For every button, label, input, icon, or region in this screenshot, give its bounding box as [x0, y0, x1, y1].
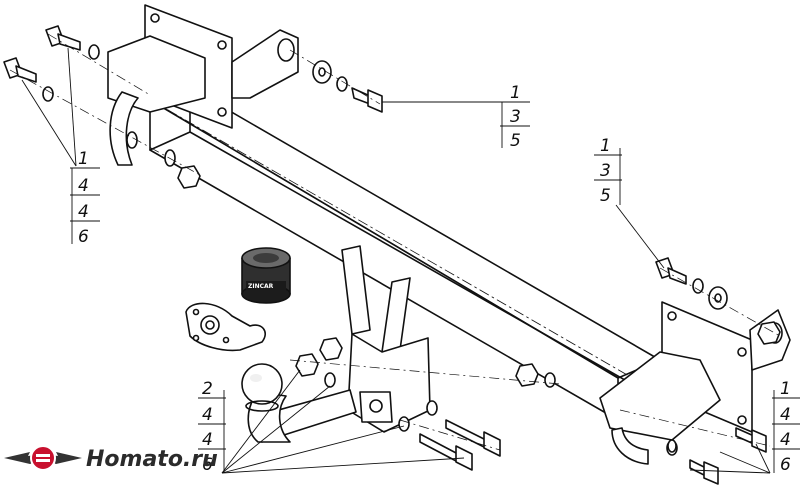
washer [88, 44, 100, 60]
fastener-bolt [3, 57, 37, 83]
ball-cover-stamp: ZINCAR [248, 283, 274, 290]
socket-bracket-plate [185, 302, 266, 352]
hex-nut [757, 321, 781, 345]
callout-bottom-right-label: 4 [780, 430, 791, 450]
fastener-bolt [689, 459, 719, 485]
lock-washer [336, 76, 348, 92]
hex-nut [319, 337, 343, 361]
callout-top-left: 1 4 4 6 [70, 149, 100, 247]
callout-mid-right-label: 1 [600, 136, 611, 156]
ball-cover [241, 247, 291, 304]
hex-nut [177, 165, 201, 189]
fastener-bolt [445, 419, 501, 457]
hex-nut [295, 353, 319, 377]
callout-bottom-right-label: 4 [780, 405, 791, 425]
callout-top-left-label: 1 [78, 149, 89, 169]
washer [398, 416, 410, 432]
callout-bottom-right: 1 4 4 6 [772, 379, 800, 475]
left-mounting-bracket [107, 4, 299, 166]
callout-bottom-right-label: 1 [780, 379, 791, 399]
fastener-bolt [735, 427, 767, 453]
lock-washer [324, 372, 336, 388]
washer [42, 86, 54, 102]
callout-top-left-label: 4 [78, 202, 89, 222]
homato-logo: Homato.ru [4, 445, 218, 472]
callout-bottom-right-label: 6 [780, 455, 791, 475]
callout-bottom-left: 2 4 4 6 [198, 379, 226, 475]
fastener-bolt [351, 87, 383, 113]
callout-top-left-label: 4 [78, 176, 89, 196]
callout-mid-right: 1 3 5 [594, 136, 622, 206]
callout-top-right: 1 3 5 [500, 83, 530, 151]
washer [318, 67, 326, 77]
logo-emblem-icon [30, 445, 56, 471]
callout-top-right-label: 5 [510, 131, 521, 151]
lock-washer [164, 149, 176, 167]
lock-washer [692, 278, 704, 294]
callout-top-left-label: 6 [78, 227, 89, 247]
lock-washer [544, 372, 556, 388]
callout-bottom-left-label: 4 [202, 430, 213, 450]
lock-washer [426, 400, 438, 416]
callout-top-right-label: 1 [510, 83, 521, 103]
hex-nut [515, 363, 539, 387]
logo-text: Homato.ru [86, 447, 218, 472]
callout-mid-right-label: 5 [600, 186, 611, 206]
callout-bottom-left-label: 6 [202, 455, 213, 475]
tow-ball [241, 363, 357, 443]
callout-top-right-label: 3 [510, 107, 521, 127]
callout-bottom-left-label: 2 [202, 379, 213, 399]
callout-bottom-left-label: 4 [202, 405, 213, 425]
center-lines [9, 33, 781, 451]
callout-mid-right-label: 3 [600, 161, 611, 181]
fastener-bolt [45, 25, 81, 51]
lock-washer [667, 439, 677, 453]
leader-lines [21, 47, 771, 474]
